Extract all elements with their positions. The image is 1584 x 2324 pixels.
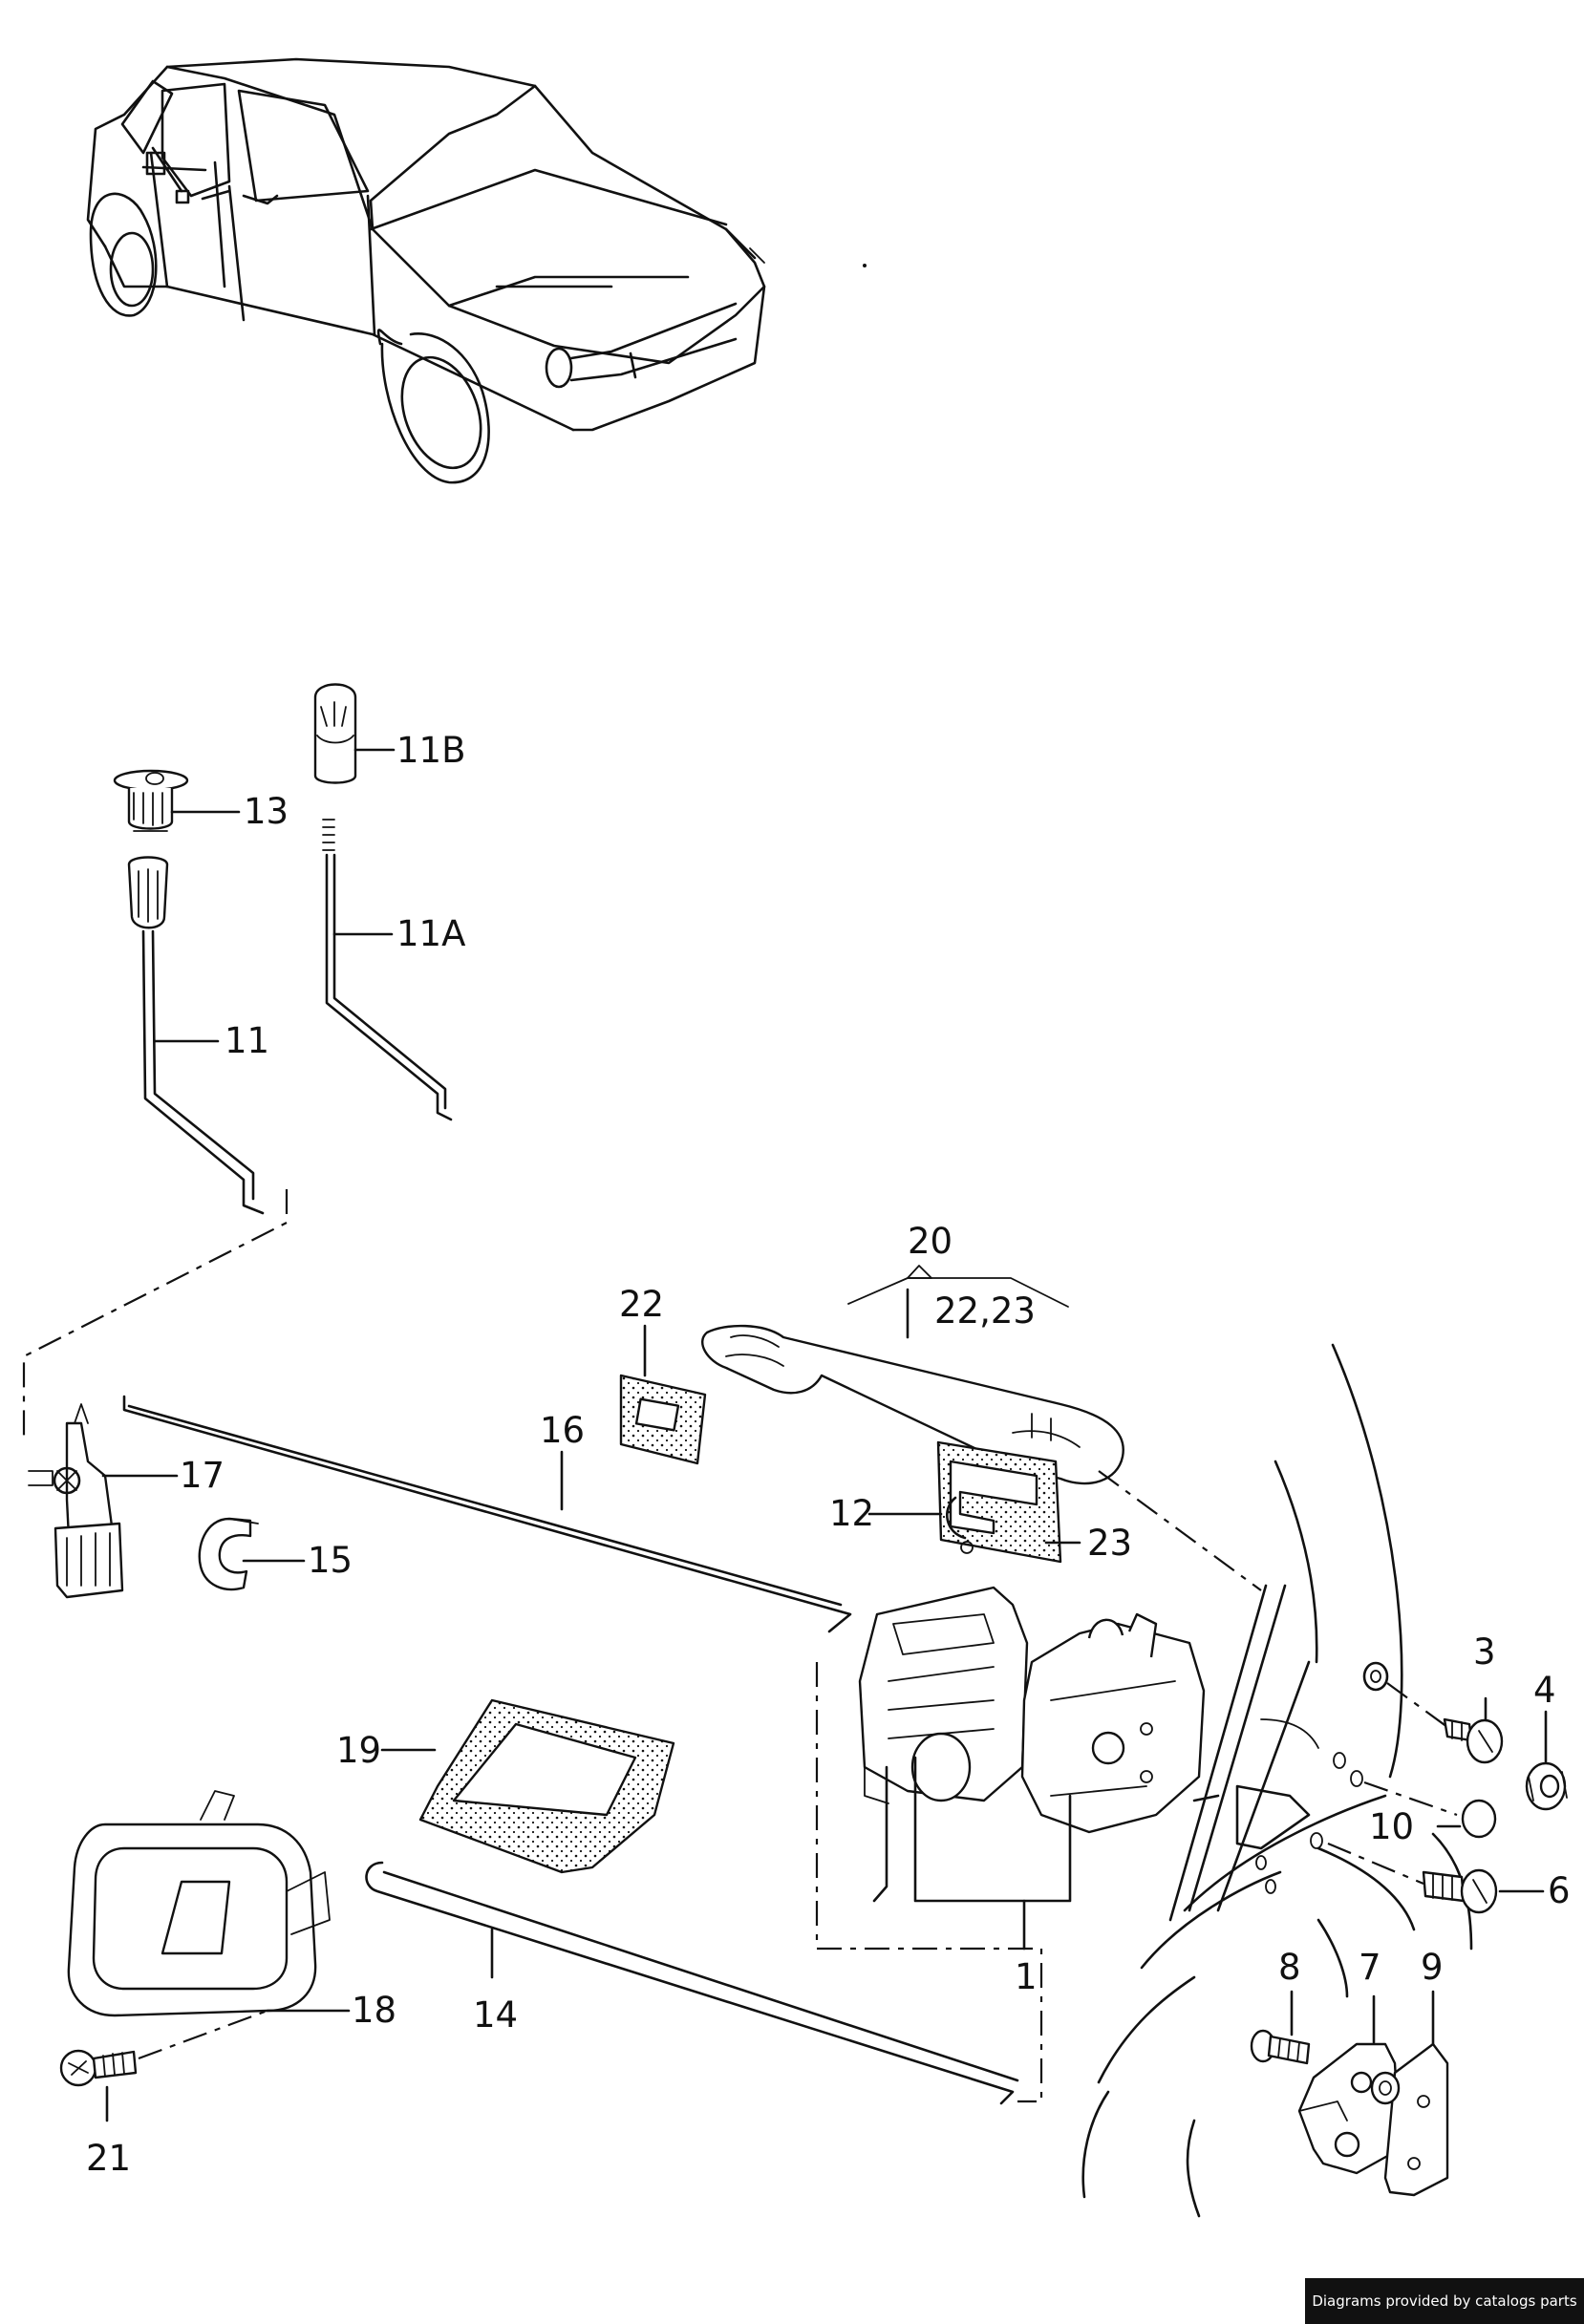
label-9: 9 [1421, 1947, 1444, 1988]
part-21-screw [59, 2009, 268, 2122]
car-overview-illustration [86, 57, 867, 484]
label-13: 13 [244, 791, 289, 832]
connector-handle-door [1098, 1470, 1262, 1591]
label-3: 3 [1473, 1631, 1496, 1673]
label-11: 11 [225, 1020, 269, 1061]
part-11b-lock-knob [313, 683, 396, 784]
label-11A: 11A [396, 913, 465, 954]
label-21: 21 [86, 2138, 131, 2179]
label-18: 18 [352, 1990, 396, 2031]
part-22-pad [619, 1324, 707, 1465]
label-1: 1 [1015, 1956, 1038, 1997]
part-18-inner-door-handle [67, 1790, 351, 2017]
part-16-connecting-rod [122, 1395, 852, 1633]
label-4: 4 [1533, 1670, 1556, 1711]
part-3-screw [1443, 1696, 1504, 1764]
label-6: 6 [1548, 1870, 1571, 1911]
label-23: 23 [1087, 1523, 1132, 1564]
label-12: 12 [829, 1493, 874, 1534]
label-20: 20 [908, 1221, 953, 1262]
part-14-connecting-rod [365, 1861, 1019, 2105]
label-17: 17 [180, 1455, 225, 1496]
part-10-plug [1436, 1799, 1497, 1839]
part-11a-lock-rod [322, 819, 453, 1121]
label-11B: 11B [396, 730, 465, 771]
part-9-shim-plate [1370, 1990, 1449, 2197]
part-4-nut [1525, 1710, 1568, 1811]
part-6-screw [1422, 1868, 1545, 1914]
part-17-lock-lever [28, 1403, 179, 1599]
label-7: 7 [1359, 1947, 1381, 1988]
label-10: 10 [1369, 1806, 1414, 1847]
label-14: 14 [473, 1994, 518, 2036]
part-12-handle-bracket [867, 1496, 974, 1554]
door-frame-section [1081, 1343, 1473, 2218]
label-15: 15 [308, 1540, 353, 1581]
label-20-sub: 22,23 [934, 1290, 1036, 1332]
label-22: 22 [619, 1284, 664, 1325]
part-8-bolt [1250, 1990, 1311, 2065]
part-20-outer-door-handle [701, 1265, 1124, 1485]
part-15-clip [198, 1517, 306, 1591]
label-8: 8 [1278, 1947, 1301, 1988]
label-16: 16 [540, 1410, 585, 1451]
part-13-grommet [113, 769, 241, 832]
part-7-striker [1297, 1994, 1402, 2175]
part-11-lock-rod [127, 856, 265, 1215]
footer-credit: Diagrams provided by catalogs parts [1305, 2278, 1584, 2324]
part-23-gasket [936, 1440, 1081, 1564]
part-1-door-lock-assembly [815, 1586, 1220, 2103]
connector-11-17 [22, 1189, 289, 1442]
part-19-seal [380, 1698, 675, 1874]
label-19: 19 [336, 1730, 381, 1771]
